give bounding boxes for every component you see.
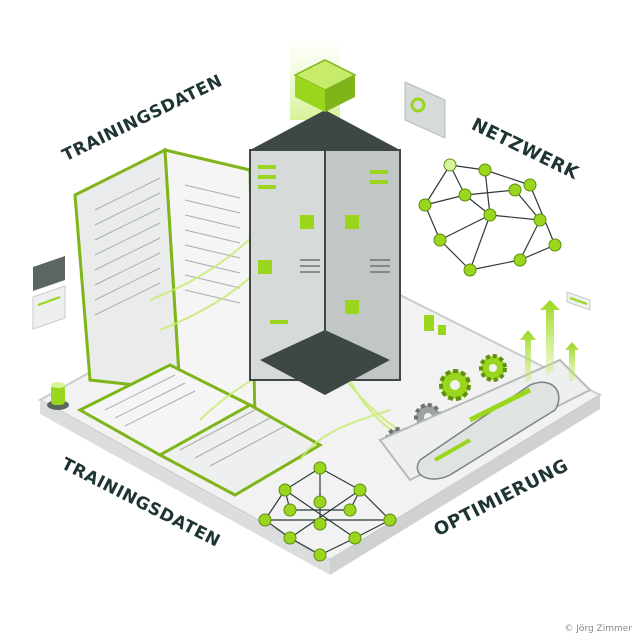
arrows-up: [520, 300, 579, 383]
neural-network-top: [418, 158, 562, 277]
status-lamp: [47, 382, 69, 410]
neural-network-bottom: [258, 461, 397, 562]
open-book-standing: [73, 147, 257, 423]
dashboard-cards: [32, 81, 591, 335]
optimizer-device: [378, 358, 592, 482]
open-book-lying: [76, 363, 323, 497]
copyright-notice: © Jörg Zimmer: [564, 624, 632, 634]
server-tower: [249, 40, 401, 395]
